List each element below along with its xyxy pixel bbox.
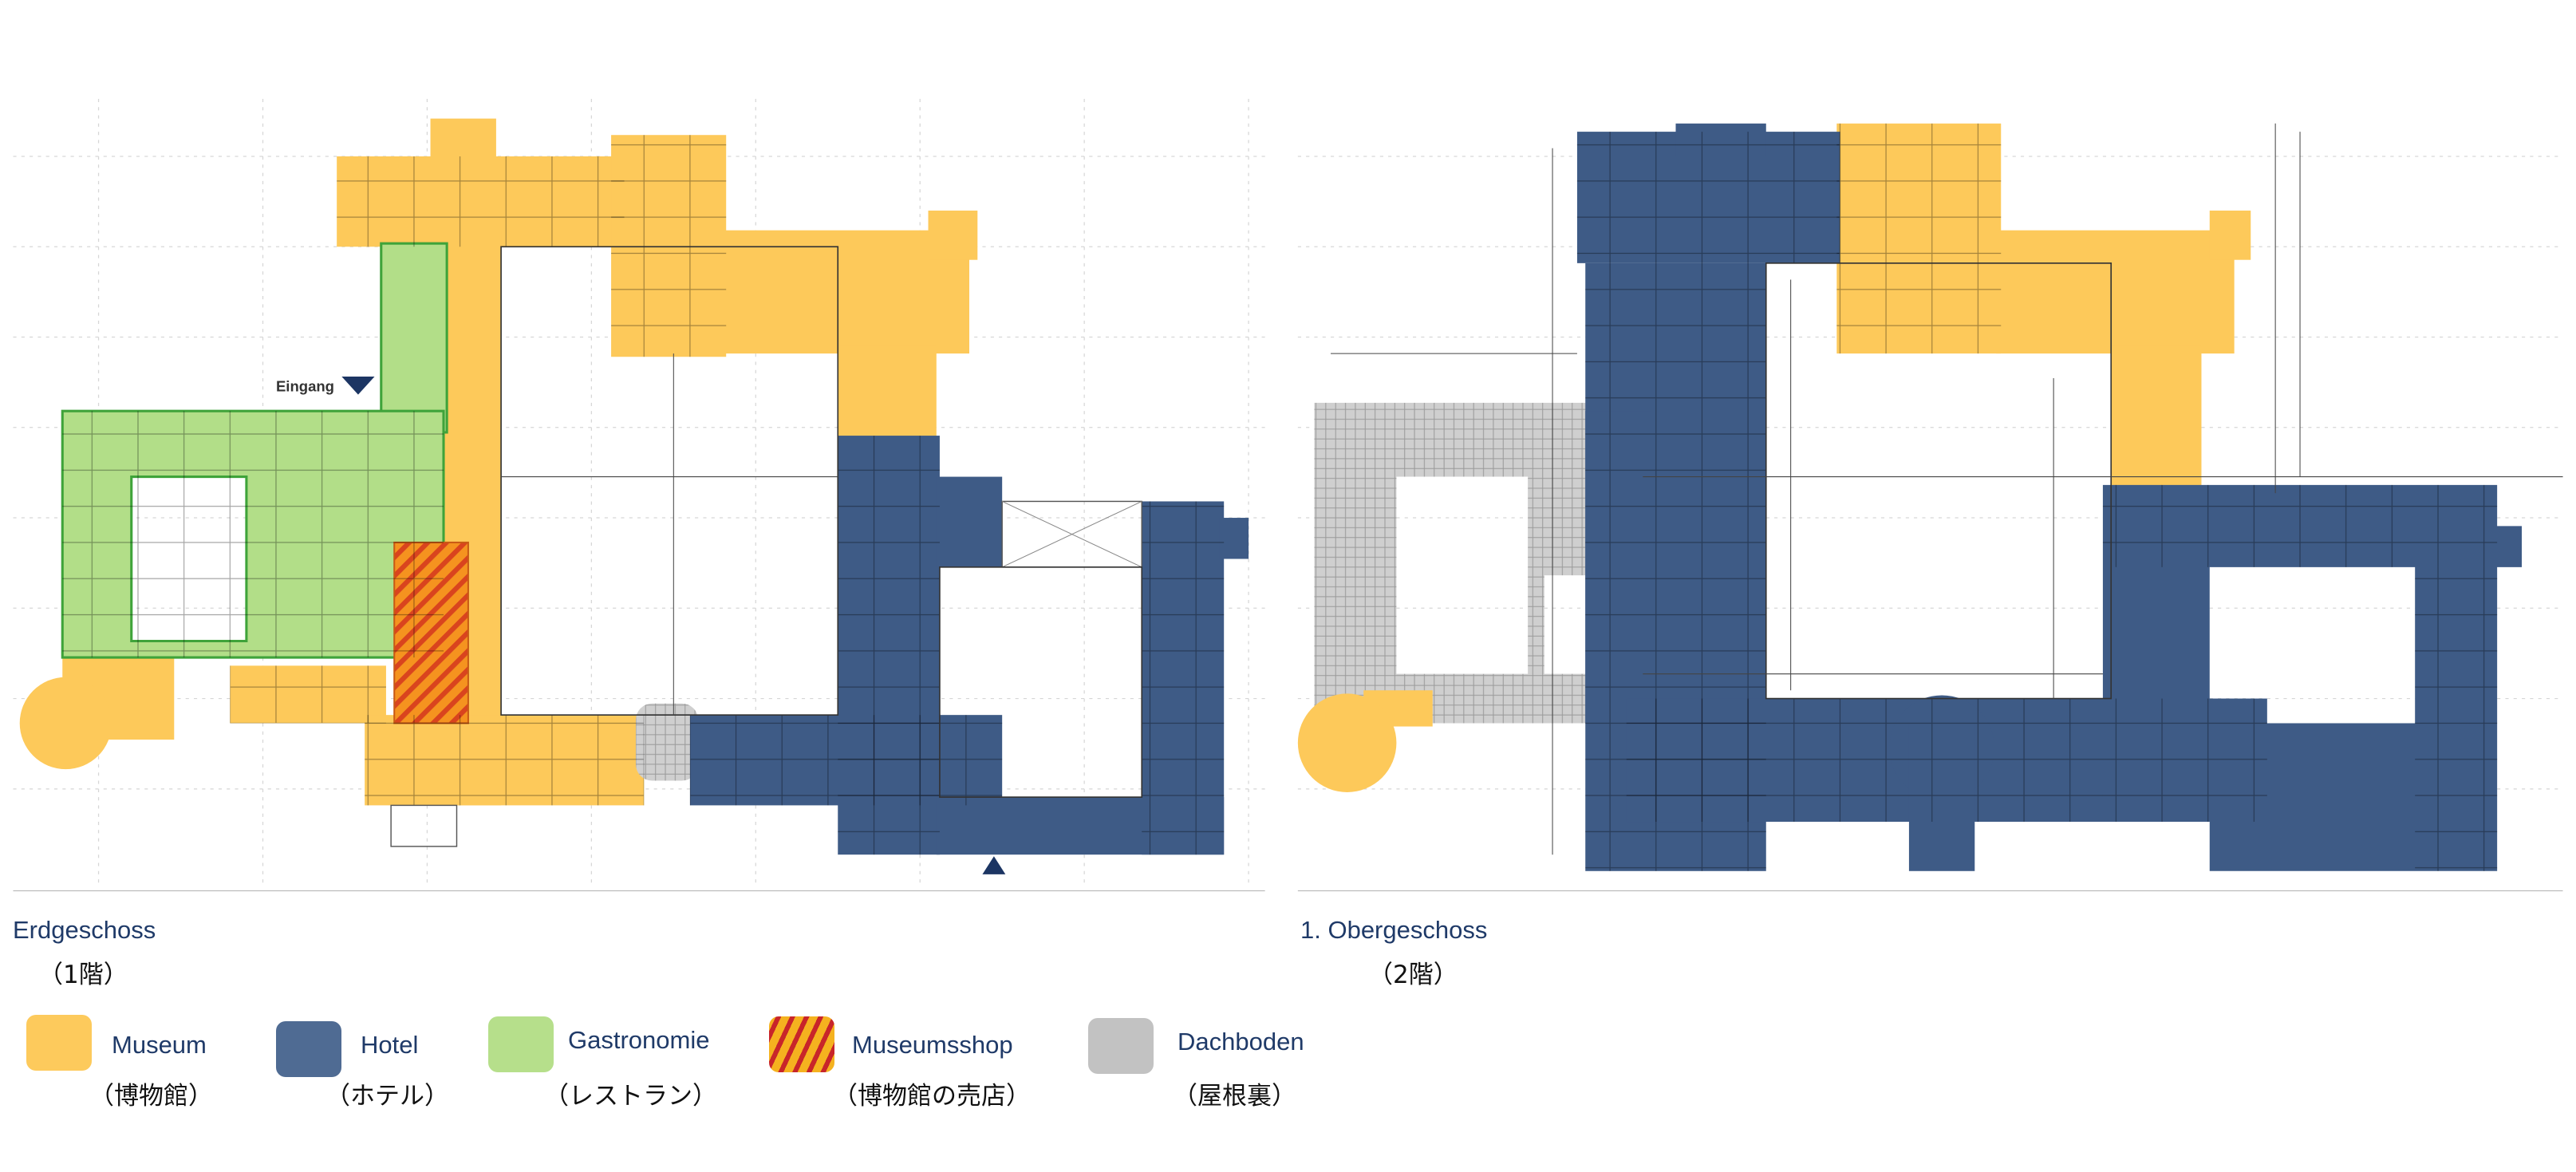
room-outlines bbox=[1576, 123, 2498, 871]
legend-label-jp: （博物館） bbox=[89, 1082, 213, 1111]
ground-floor-plan: Eingang bbox=[19, 118, 1249, 874]
legend-label-jp: （屋根裏） bbox=[1173, 1082, 1296, 1111]
legend-label: Gastronomie bbox=[568, 1026, 710, 1054]
room-outlines bbox=[62, 135, 1225, 855]
legend-label-jp: （ホテル） bbox=[325, 1082, 449, 1111]
first-floor-plan bbox=[1297, 123, 2563, 871]
first-floor-title: 1. Obergeschoss bbox=[1300, 916, 1488, 944]
legend-label: Museumsshop bbox=[852, 1031, 1013, 1059]
legend-label: Dachboden bbox=[1178, 1028, 1304, 1056]
entrance-label: Eingang bbox=[276, 377, 334, 394]
legend-label-jp: （レストラン） bbox=[544, 1082, 717, 1111]
ground-floor-subtitle: （1階） bbox=[38, 961, 128, 989]
attic-area bbox=[1314, 402, 1643, 724]
museumsshop-swatch bbox=[769, 1016, 834, 1072]
museum-swatch bbox=[26, 1015, 92, 1071]
legend-label-jp: （博物館の売店） bbox=[833, 1082, 1031, 1111]
gastronomie-swatch bbox=[488, 1016, 554, 1072]
legend-label: Hotel bbox=[361, 1031, 419, 1059]
ground-floor-title: Erdgeschoss bbox=[13, 916, 156, 944]
stair-octagon bbox=[635, 703, 699, 781]
entrance-marker-icon bbox=[341, 376, 375, 395]
dachboden-swatch bbox=[1088, 1018, 1154, 1074]
first-floor-subtitle: （2階） bbox=[1368, 961, 1458, 989]
entrance-marker-icon bbox=[982, 856, 1006, 874]
legend-label: Museum bbox=[112, 1031, 207, 1059]
hotel-swatch bbox=[276, 1021, 341, 1077]
